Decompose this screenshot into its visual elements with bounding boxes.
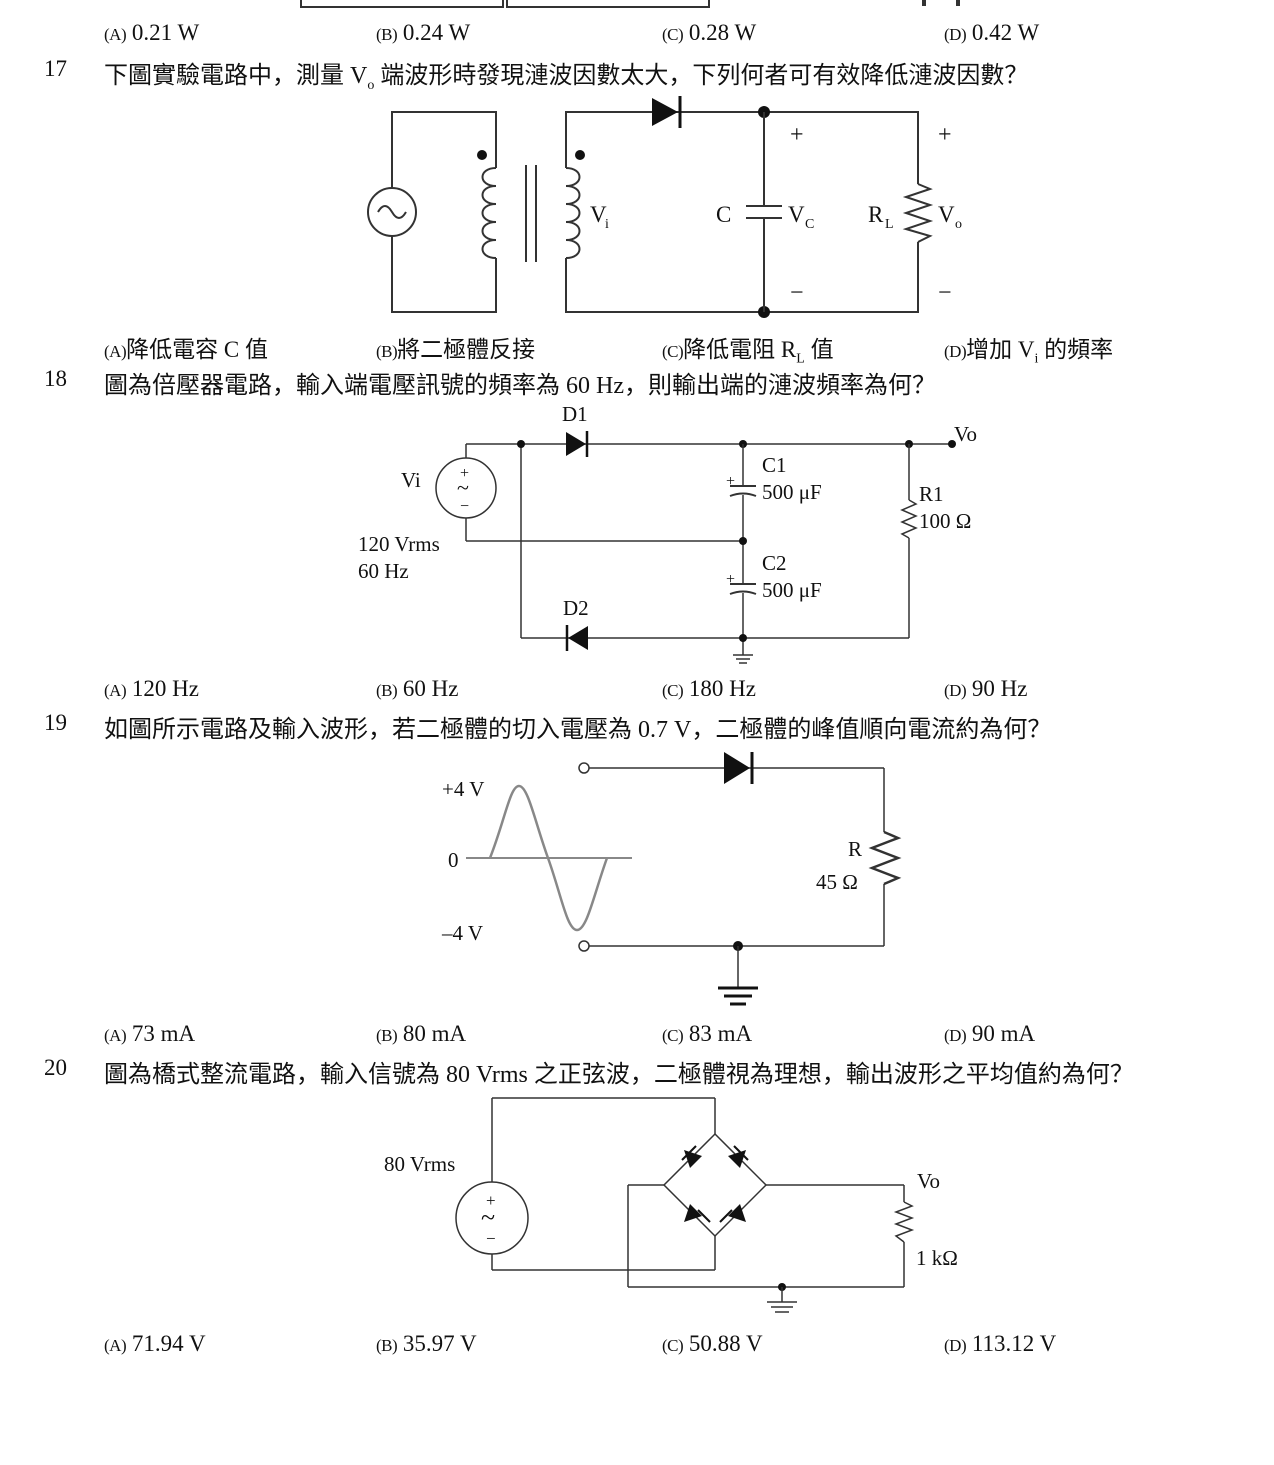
svg-text:500 μF: 500 μF (762, 578, 822, 602)
svg-text:+: + (460, 465, 469, 482)
svg-text:−: − (486, 1229, 496, 1248)
option-c[interactable]: (C) 0.28 W (662, 20, 757, 45)
option-d[interactable]: (D) 90 Hz (944, 676, 1028, 701)
svg-text:V: V (788, 202, 805, 227)
question-number: 18 (44, 366, 67, 391)
svg-text:100 Ω: 100 Ω (919, 509, 971, 533)
svg-text:−: − (938, 280, 952, 306)
svg-text:D2: D2 (563, 596, 589, 620)
question-number: 17 (44, 56, 67, 81)
svg-text:V: V (590, 202, 607, 227)
ac-source-icon (367, 187, 417, 237)
question-stem: 圖為倍壓器電路，輸入端電壓訊號的頻率為 60 Hz，則輸出端的漣波頻率為何？ (104, 373, 936, 399)
option-a[interactable]: (A) 120 Hz (104, 676, 199, 701)
question-number: 19 (44, 710, 67, 735)
svg-text:C: C (805, 217, 814, 232)
svg-text:500 μF: 500 μF (762, 480, 822, 504)
option-d[interactable]: (D) 0.42 W (944, 20, 1040, 45)
question-stem: 下圖實驗電路中，測量 Vo 端波形時發現漣波因數太大，下列何者可有效降低漣波因數… (104, 63, 1029, 93)
svg-text:L: L (885, 217, 894, 232)
svg-text:−: − (460, 498, 469, 515)
svg-text:Vi: Vi (401, 468, 421, 492)
question-number: 20 (44, 1055, 67, 1080)
svg-text:i: i (605, 217, 609, 232)
svg-text:+: + (486, 1191, 496, 1210)
svg-text:–4 V: –4 V (441, 921, 483, 945)
option-d[interactable]: (D)增加 Vi 的頻率 (944, 337, 1114, 367)
option-c[interactable]: (C) 180 Hz (662, 676, 756, 701)
option-a[interactable]: (A) 71.94 V (104, 1331, 206, 1356)
option-c[interactable]: (C) 50.88 V (662, 1331, 763, 1356)
svg-text:Vo: Vo (917, 1169, 940, 1193)
option-c[interactable]: (C)降低電阻 RL 值 (662, 337, 834, 367)
option-b[interactable]: (B) 35.97 V (376, 1331, 477, 1356)
ac-source-icon (435, 457, 497, 519)
option-b[interactable]: (B)將二極體反接 (376, 337, 536, 362)
option-a[interactable]: (A) 73 mA (104, 1021, 196, 1046)
svg-text:120 Vrms: 120 Vrms (358, 532, 440, 556)
svg-text:R1: R1 (919, 482, 944, 506)
svg-text:V: V (938, 202, 955, 227)
svg-text:80 Vrms: 80 Vrms (384, 1152, 455, 1176)
option-b[interactable]: (B) 60 Hz (376, 676, 459, 701)
option-b[interactable]: (B) 80 mA (376, 1021, 467, 1046)
option-a[interactable]: (A)降低電容 C 值 (104, 337, 268, 362)
question-stem: 圖為橋式整流電路，輸入信號為 80 Vrms 之正弦波，二極體視為理想，輸出波形… (104, 1062, 1134, 1088)
svg-text:−: − (790, 280, 804, 306)
svg-text:o: o (955, 217, 962, 232)
svg-text:C2: C2 (762, 551, 787, 575)
svg-text:Vo: Vo (954, 422, 977, 446)
question-stem: 如圖所示電路及輸入波形，若二極體的切入電壓為 0.7 V，二極體的峰值順向電流約… (104, 717, 1052, 743)
svg-text:0: 0 (448, 848, 459, 872)
option-c[interactable]: (C) 83 mA (662, 1021, 753, 1046)
svg-text:R: R (868, 202, 884, 227)
option-a[interactable]: (A) 0.21 W (104, 20, 200, 45)
option-d[interactable]: (D) 113.12 V (944, 1331, 1057, 1356)
svg-text:~: ~ (457, 475, 469, 500)
svg-text:+: + (790, 122, 804, 148)
option-d[interactable]: (D) 90 mA (944, 1021, 1036, 1046)
svg-text:+4 V: +4 V (442, 777, 484, 801)
svg-text:D1: D1 (562, 402, 588, 426)
ac-source-icon (455, 1181, 529, 1255)
svg-text:C: C (716, 202, 731, 227)
svg-text:~: ~ (481, 1203, 495, 1232)
svg-text:+: + (938, 122, 952, 148)
q16-top-figure-edge (300, 0, 960, 8)
svg-text:60 Hz: 60 Hz (358, 559, 409, 583)
svg-text:R: R (848, 837, 862, 861)
svg-text:C1: C1 (762, 453, 787, 477)
option-b[interactable]: (B) 0.24 W (376, 20, 471, 45)
svg-text:+: + (726, 571, 735, 588)
svg-text:1 kΩ: 1 kΩ (916, 1246, 958, 1270)
svg-text:+: + (726, 473, 735, 490)
svg-text:45 Ω: 45 Ω (816, 870, 858, 894)
